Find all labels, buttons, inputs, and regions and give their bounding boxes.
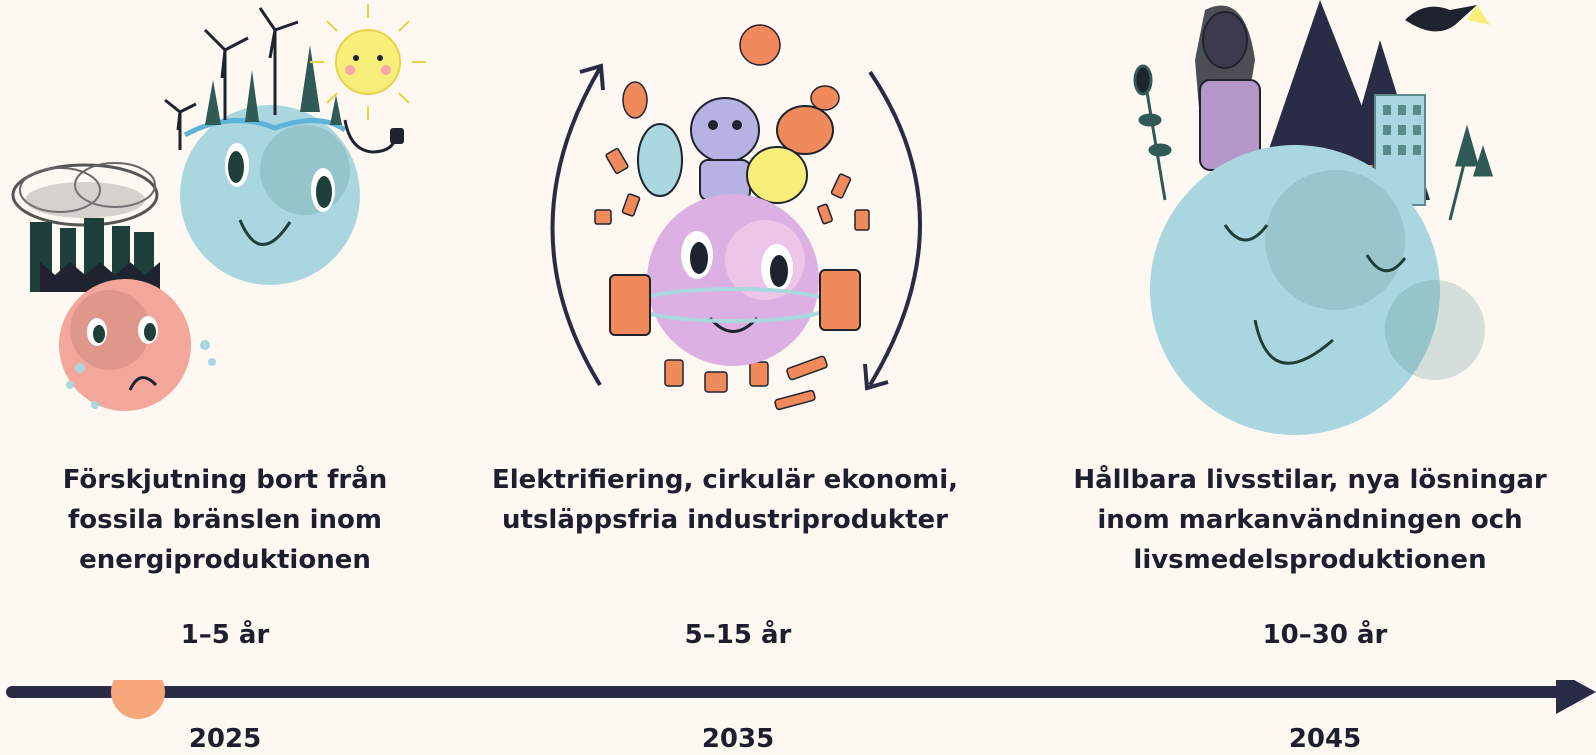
stage-2-description: Elektrifiering, cirkulär ekonomi, utsläp… bbox=[491, 465, 959, 535]
stage-3-year: 2045 bbox=[1288, 724, 1362, 754]
plant-icon bbox=[1133, 64, 1494, 221]
lilac-planet-icon bbox=[631, 194, 835, 366]
package-icon bbox=[609, 269, 861, 336]
illustration-sustainable-lifestyle bbox=[1133, 0, 1494, 435]
timeline-arrow-icon bbox=[1556, 680, 1596, 714]
stage-1-range: 1–5 år bbox=[180, 620, 270, 650]
recycled-items-icon bbox=[594, 24, 870, 411]
stage-2-range: 5–15 år bbox=[684, 620, 792, 650]
sun-icon bbox=[310, 4, 426, 120]
people-group-icon bbox=[637, 97, 834, 204]
tree-icon bbox=[205, 45, 342, 125]
smoke-cloud-icon bbox=[11, 162, 159, 227]
person-icon bbox=[1195, 5, 1261, 171]
happy-planet-icon bbox=[180, 105, 360, 285]
stage-1-year: 2025 bbox=[188, 724, 262, 754]
wind-turbine-icon bbox=[164, 7, 299, 150]
stage-3-description: Hållbara livsstilar, nya lösningar inom … bbox=[1073, 465, 1547, 575]
earth-planet-icon bbox=[1150, 145, 1485, 435]
stage-3-range: 10–30 år bbox=[1262, 620, 1388, 650]
bird-icon bbox=[1405, 5, 1490, 32]
timeline-current-marker bbox=[111, 680, 165, 719]
stage-2-year: 2035 bbox=[701, 724, 775, 754]
illustration-fossil-to-renewable bbox=[11, 4, 426, 411]
sad-planet-icon bbox=[59, 279, 216, 411]
circular-arrow-icon bbox=[550, 63, 922, 391]
stage-1-description: Förskjutning bort från fossila bränslen … bbox=[62, 465, 388, 575]
illustration-circular-economy bbox=[550, 24, 922, 411]
timeline bbox=[6, 680, 1596, 719]
plug-icon bbox=[343, 119, 404, 154]
